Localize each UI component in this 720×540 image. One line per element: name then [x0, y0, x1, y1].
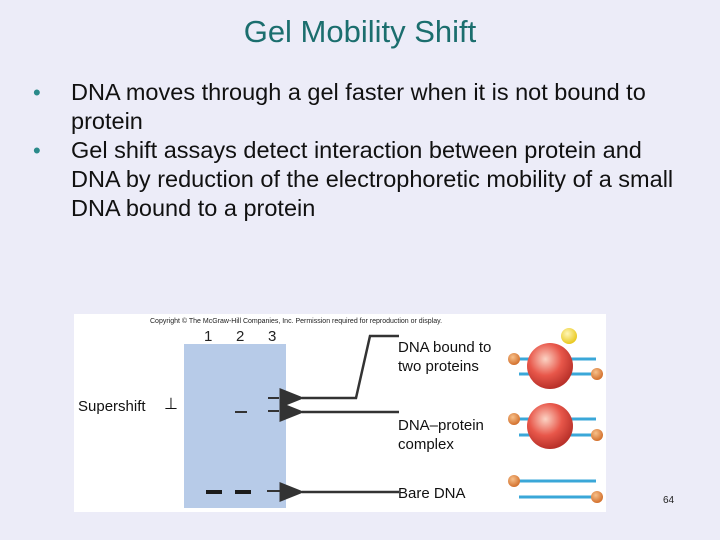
copyright-notice: Copyright © The McGraw-Hill Companies, I… — [150, 318, 443, 325]
bullet-text: DNA moves through a gel faster when it i… — [71, 79, 646, 134]
bullet-item: • Gel shift assays detect interaction be… — [30, 136, 680, 223]
bullet-dot-icon: • — [33, 80, 41, 105]
figure-diagram — [279, 328, 603, 503]
lane-number: 1 — [204, 328, 213, 345]
label-bare-dna: Bare DNA — [398, 485, 466, 502]
bullet-text: Gel shift assays detect interaction betw… — [71, 137, 674, 221]
supershift-arrow-icon: ⊥ — [164, 396, 178, 413]
lane-number: 2 — [236, 328, 245, 345]
supershift-label: Supershift — [78, 398, 146, 415]
bare-dna-icon — [508, 475, 603, 503]
arrow-two-proteins — [279, 334, 399, 408]
gel-band — [268, 397, 279, 399]
gel-band — [235, 490, 251, 494]
gel-band — [267, 490, 281, 492]
dna-two-proteins-icon — [508, 328, 603, 389]
gel-band — [268, 410, 279, 412]
gel — [184, 344, 286, 508]
gel-band — [235, 411, 247, 413]
label-two-proteins: DNA bound to two proteins — [398, 339, 492, 375]
bullet-list: • DNA moves through a gel faster when it… — [30, 78, 680, 223]
page-number: 64 — [663, 495, 675, 506]
slide-title: Gel Mobility Shift — [243, 14, 477, 49]
gel-shift-figure: Copyright © The McGraw-Hill Companies, I… — [74, 314, 606, 512]
lane-number: 3 — [268, 328, 277, 345]
bullet-item: • DNA moves through a gel faster when it… — [30, 78, 680, 136]
dna-protein-complex-icon — [508, 403, 603, 449]
label-dna-protein-complex: DNA–protein complex — [398, 417, 484, 453]
gel-band — [206, 490, 222, 494]
bullet-dot-icon: • — [33, 138, 41, 163]
